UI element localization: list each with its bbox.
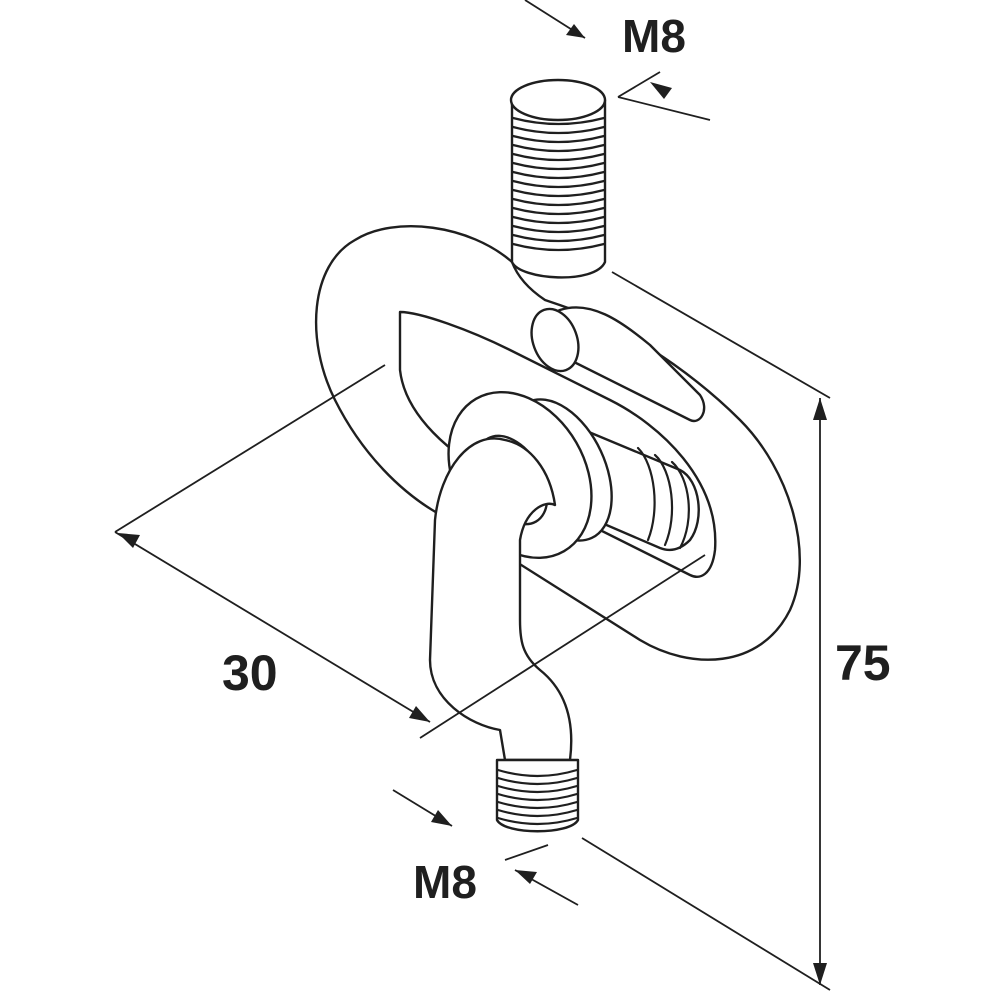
top-thread-ring-5 xyxy=(511,161,606,171)
crossbar-end xyxy=(530,307,580,373)
top-thread-ring-4 xyxy=(511,152,606,162)
height-extension-top xyxy=(611,271,831,399)
bottom-thread-ring-4 xyxy=(496,800,579,810)
top-stud-body xyxy=(510,98,607,279)
top-thread-ring-8 xyxy=(511,188,606,198)
top-thread-ring-14 xyxy=(511,242,606,252)
top-thread-ring-2 xyxy=(511,134,606,144)
top-thread-ring-0 xyxy=(511,116,606,126)
bottom-m8-tick xyxy=(504,844,549,861)
width-label: 30 xyxy=(222,645,278,701)
bottom-thread-ring-2 xyxy=(496,784,579,794)
top-m8-leader-right xyxy=(617,96,711,121)
top-m8-arrowhead-right xyxy=(650,82,672,99)
bottom-thread-ring-0 xyxy=(496,768,579,778)
bottom-thread-label: M8 xyxy=(413,856,477,908)
top-thread-ring-9 xyxy=(511,197,606,207)
width-extension-bottom xyxy=(419,554,706,739)
shaft-ring-1 xyxy=(653,453,674,547)
top-thread-ring-6 xyxy=(511,170,606,180)
height-arrowhead-top xyxy=(813,398,827,420)
top-thread-ring-11 xyxy=(511,215,606,225)
height-label: 75 xyxy=(835,635,891,691)
bottom-thread-ring-6 xyxy=(496,816,579,826)
bottom-threaded-stud xyxy=(495,758,580,833)
height-arrowhead-bottom xyxy=(813,963,827,985)
shaft-ring-3 xyxy=(636,446,656,542)
width-extension-top xyxy=(114,364,386,533)
width-dimension-line xyxy=(114,531,431,723)
lower-hook xyxy=(428,437,573,762)
top-thread-ring-7 xyxy=(511,179,606,189)
top-thread-ring-1 xyxy=(511,125,606,135)
height-extension-bottom xyxy=(581,837,831,991)
bottom-m8-arrowhead-right xyxy=(515,870,537,884)
top-thread-ring-10 xyxy=(511,206,606,216)
bottom-m8-arrowhead-left xyxy=(431,810,452,826)
shaft-ring-2 xyxy=(670,460,690,550)
bottom-thread-ring-1 xyxy=(496,776,579,786)
swivel-connector xyxy=(314,78,802,833)
top-thread-ring-12 xyxy=(511,224,606,234)
top-stud-end xyxy=(509,78,607,122)
bottom-thread-ring-3 xyxy=(496,792,579,802)
width-arrowhead-left xyxy=(118,533,140,548)
bottom-thread-ring-5 xyxy=(496,808,579,818)
width-arrowhead-right xyxy=(409,706,430,722)
top-thread-ring-3 xyxy=(511,143,606,153)
dimension-lines xyxy=(114,0,831,991)
top-threaded-stud xyxy=(509,78,607,279)
top-m8-tick xyxy=(617,71,661,98)
top-thread-label: M8 xyxy=(622,10,686,62)
top-thread-ring-13 xyxy=(511,233,606,243)
top-m8-arrowhead-left xyxy=(566,24,585,38)
